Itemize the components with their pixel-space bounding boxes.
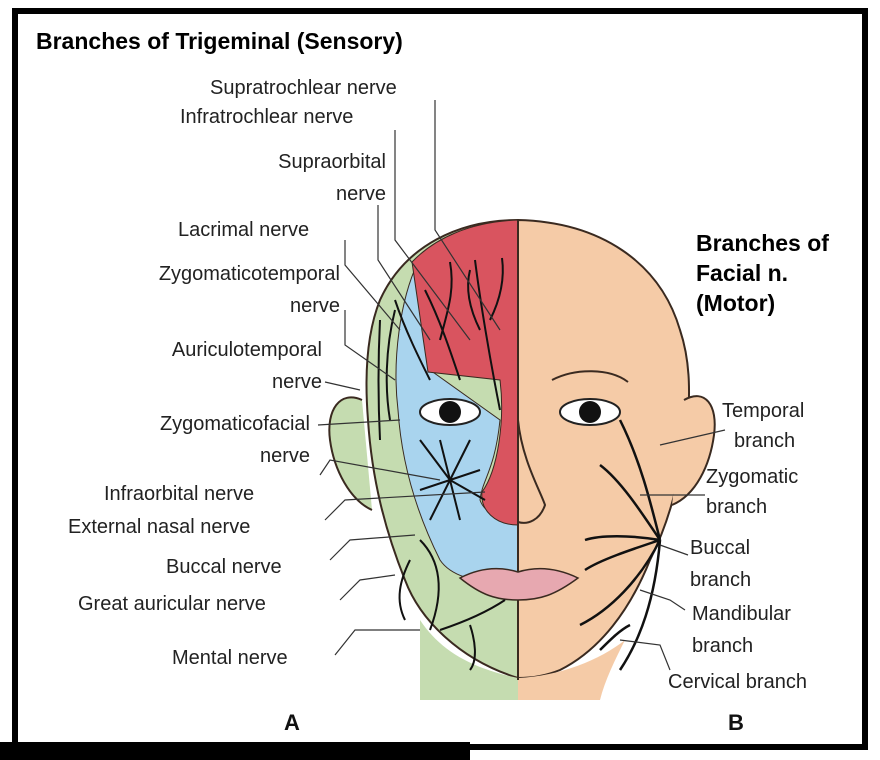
- label-buccal-branch-line-1: Buccal: [690, 532, 810, 564]
- label-buccal-branch: Buccal branch: [690, 532, 810, 596]
- left-pupil: [439, 401, 461, 423]
- facial-title: Branches of Facial n. (Motor): [696, 228, 876, 318]
- left-ear: [329, 397, 372, 510]
- label-mandibular-branch: Mandibular branch: [692, 598, 842, 662]
- label-buccal-nerve: Buccal nerve: [166, 555, 282, 579]
- label-zygomatic-branch: Zygomatic branch: [706, 462, 846, 522]
- label-zygomaticotemporal: Zygomaticotemporal nerve: [80, 258, 340, 322]
- label-auriculotemporal-line-1: Auriculotemporal: [100, 334, 322, 366]
- label-zygomaticofacial-line-2: nerve: [94, 440, 310, 472]
- label-supraorbital: Supraorbital nerve: [226, 146, 386, 210]
- label-supraorbital-line-1: Supraorbital: [226, 146, 386, 178]
- label-temporal-branch: Temporal branch: [722, 396, 852, 456]
- trigeminal-title: Branches of Trigeminal (Sensory): [36, 28, 403, 55]
- panel-letter-a: A: [284, 710, 300, 736]
- label-mental: Mental nerve: [172, 646, 288, 670]
- label-supratrochlear: Supratrochlear nerve: [210, 76, 397, 100]
- label-infraorbital: Infraorbital nerve: [104, 482, 254, 506]
- label-zygomaticofacial: Zygomaticofacial nerve: [94, 408, 310, 472]
- label-zygomaticotemporal-line-2: nerve: [80, 290, 340, 322]
- label-mandibular-line-2: branch: [692, 630, 842, 662]
- label-great-auricular: Great auricular nerve: [78, 592, 266, 616]
- label-infratrochlear: Infratrochlear nerve: [180, 105, 353, 129]
- label-lacrimal: Lacrimal nerve: [178, 218, 309, 242]
- label-zygomatic-line-1: Zygomatic: [706, 462, 846, 492]
- right-pupil: [579, 401, 601, 423]
- label-zygomaticotemporal-line-1: Zygomaticotemporal: [80, 258, 340, 290]
- label-supraorbital-line-2: nerve: [226, 178, 386, 210]
- label-external-nasal: External nasal nerve: [68, 515, 250, 539]
- label-zygomaticofacial-line-1: Zygomaticofacial: [94, 408, 310, 440]
- label-temporal-line-1: Temporal: [722, 396, 852, 426]
- facial-title-line-2: Facial n.: [696, 258, 876, 288]
- label-temporal-line-2: branch: [722, 426, 852, 456]
- label-cervical-branch: Cervical branch: [668, 670, 807, 694]
- label-auriculotemporal: Auriculotemporal nerve: [100, 334, 322, 398]
- label-buccal-branch-line-2: branch: [690, 564, 810, 596]
- label-zygomatic-line-2: branch: [706, 492, 846, 522]
- facial-title-line-3: (Motor): [696, 288, 876, 318]
- label-auriculotemporal-line-2: nerve: [100, 366, 322, 398]
- label-mandibular-line-1: Mandibular: [692, 598, 842, 630]
- panel-letter-b: B: [728, 710, 744, 736]
- facial-title-line-1: Branches of: [696, 228, 876, 258]
